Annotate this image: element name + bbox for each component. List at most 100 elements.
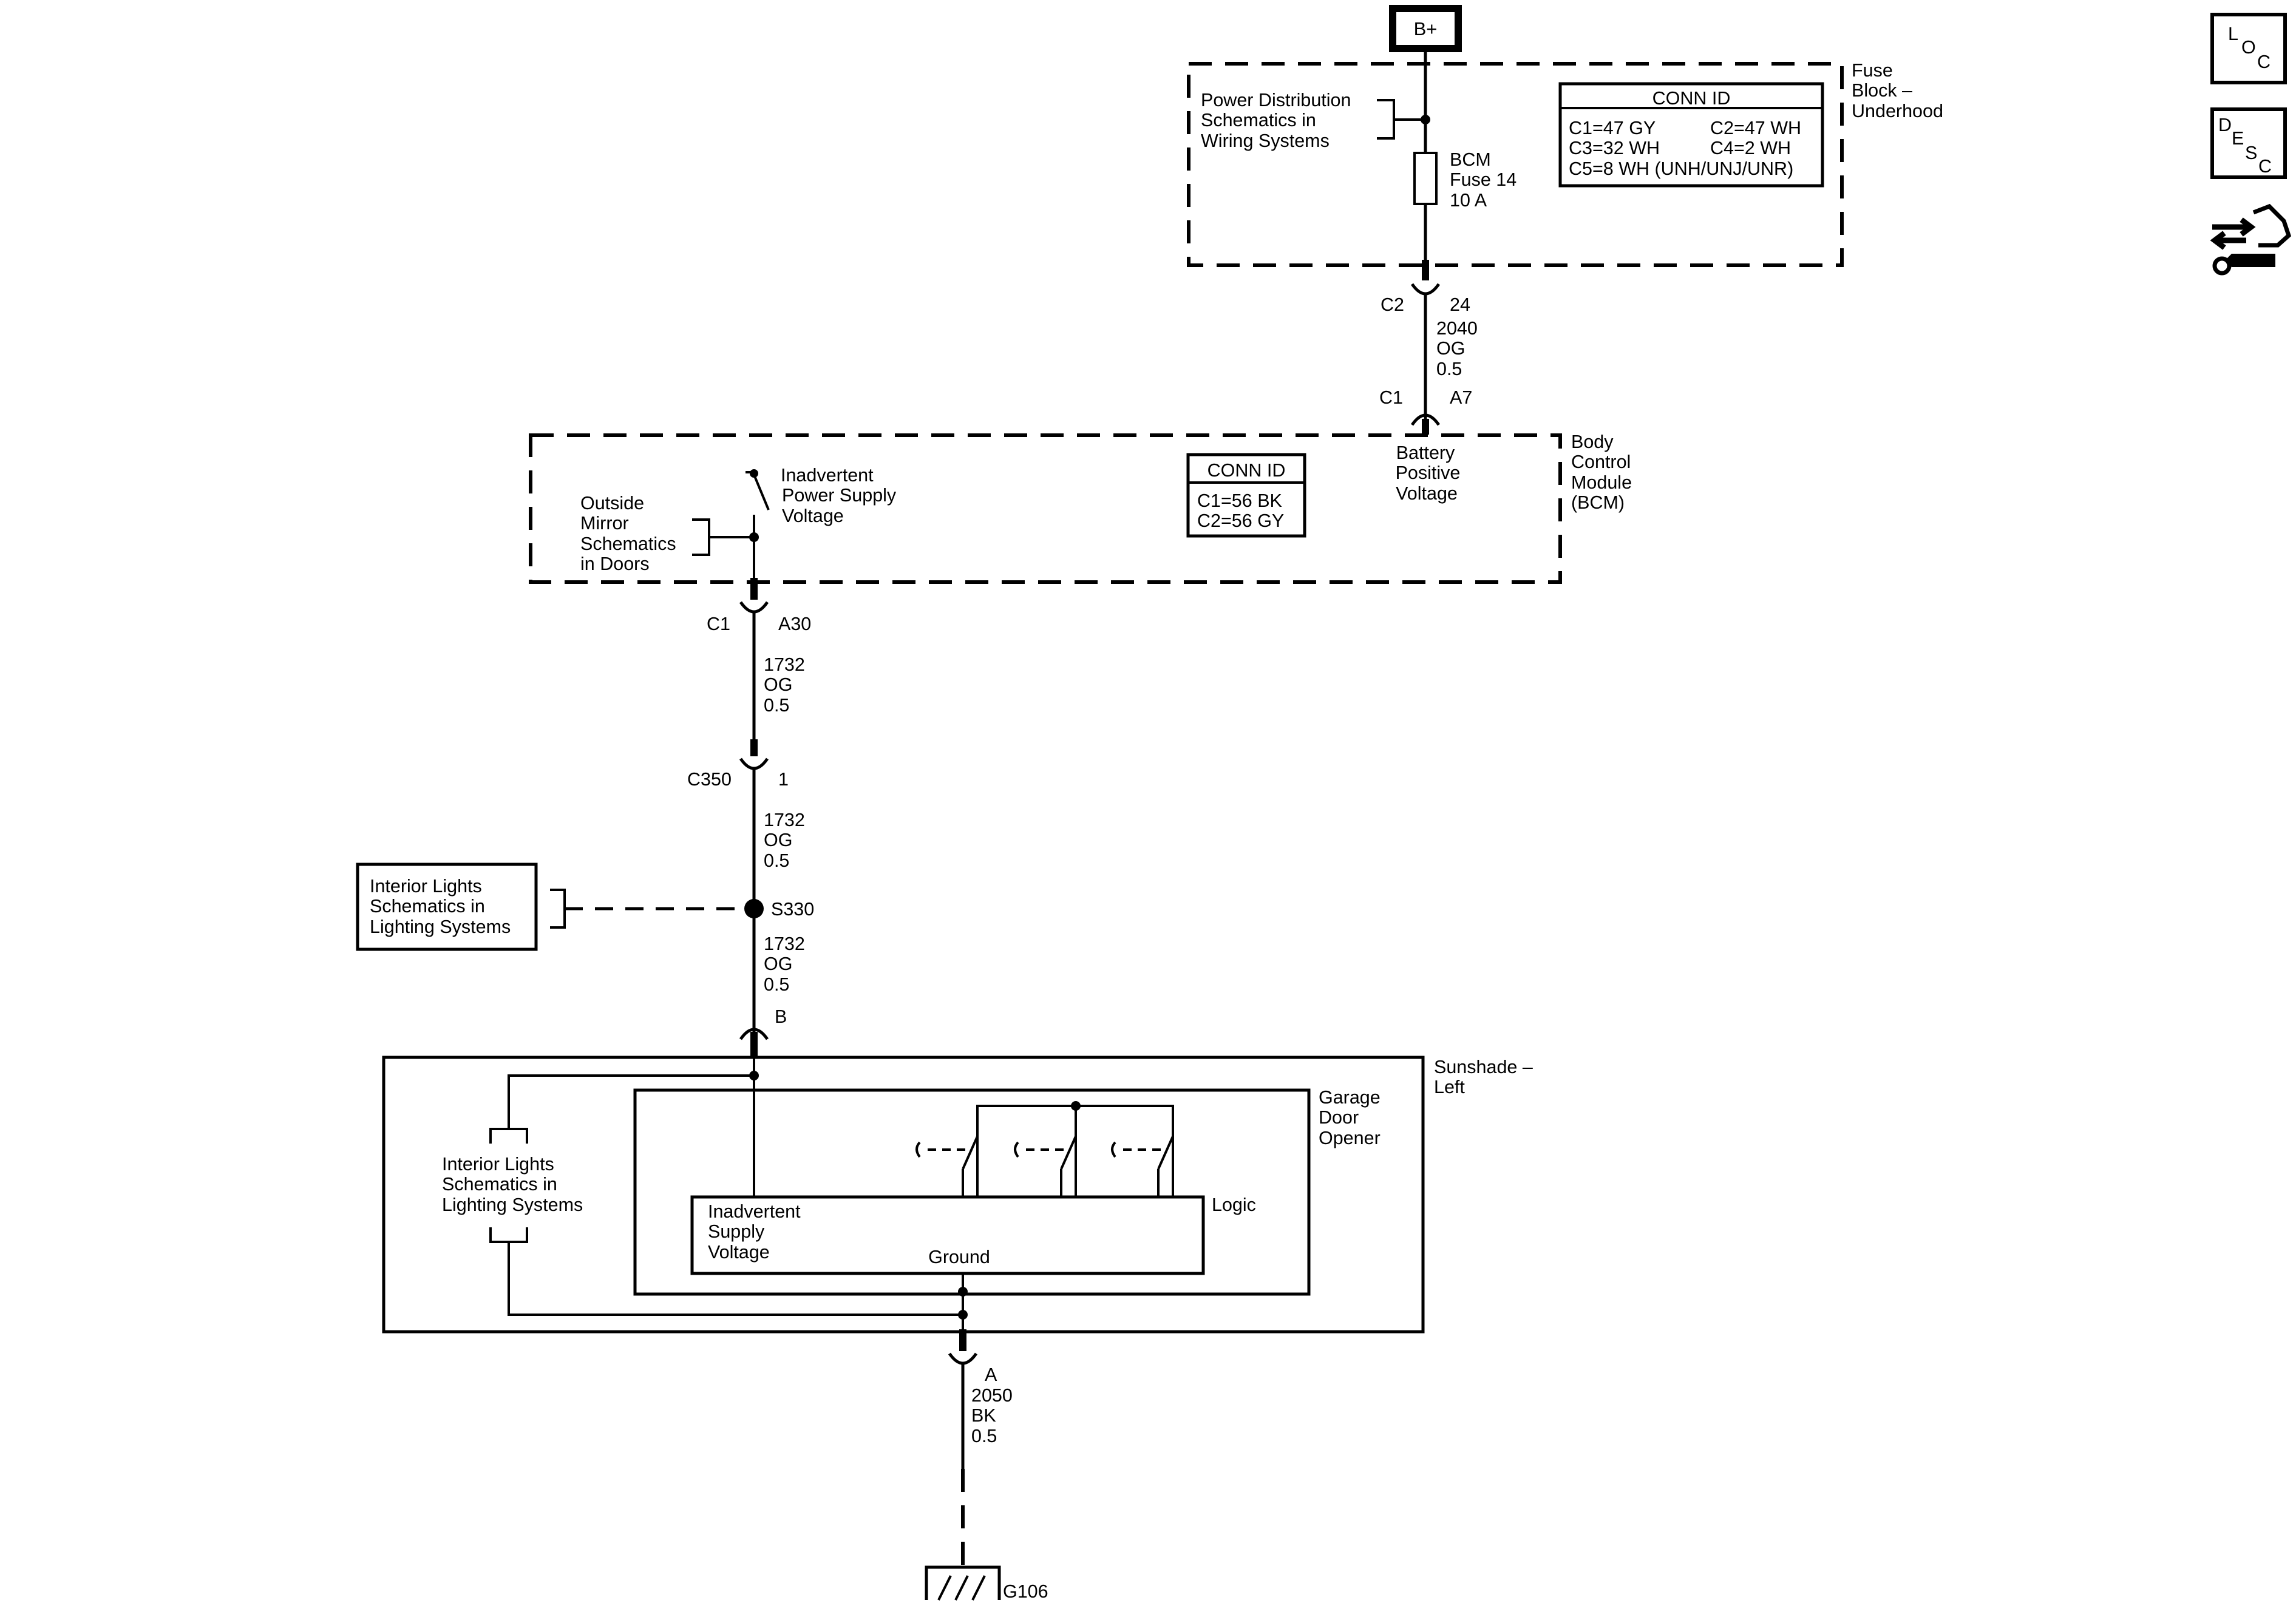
garage-door-opener-line3: Opener	[1319, 1128, 1381, 1148]
fuse-label-line2: Fuse 14	[1450, 169, 1517, 190]
power-distribution-ref-line1[interactable]: Power Distribution	[1201, 90, 1351, 110]
ground-junction-2	[958, 1310, 968, 1320]
conn-id-c3: C3=32 WH	[1569, 138, 1660, 158]
b-plus-terminal: B+	[1389, 5, 1462, 52]
fuse-symbol	[1413, 152, 1438, 205]
connector-sunshade-b	[739, 1028, 769, 1057]
bcm-conn-id-c1: C1=56 BK	[1197, 490, 1282, 511]
sunshade-pin-a-label: A	[985, 1364, 997, 1385]
wire-1732-c-gauge: 0.5	[764, 974, 789, 995]
wire-1732-c-label: 1732 OG 0.5	[764, 934, 805, 995]
garage-door-opener-title: Garage Door Opener	[1319, 1087, 1381, 1148]
interior-lights-ref-line3[interactable]: Lighting Systems	[370, 917, 511, 937]
wire-2040-label: 2040 OG 0.5	[1436, 318, 1478, 379]
desc-icon-d: D	[2218, 115, 2232, 135]
c1-a7-conn-label: C1	[1379, 387, 1403, 408]
c1-a30-conn-label: C1	[707, 614, 730, 634]
fuse-block-outline	[1187, 62, 1844, 267]
bcm-outline	[529, 433, 1562, 584]
desc-icon-c: C	[2258, 156, 2272, 177]
inadvertent-line3: Voltage	[782, 506, 844, 526]
loc-icon-c: C	[2257, 52, 2271, 72]
wire-1732-a-color: OG	[764, 674, 792, 695]
c1-a30-pin-label: A30	[778, 614, 811, 634]
opener-button-3[interactable]	[1111, 1136, 1174, 1170]
bcm-conn-id-c2: C2=56 GY	[1197, 510, 1284, 531]
bcm-title: Body Control Module (BCM)	[1571, 432, 1632, 513]
inadvertent-supply-line1: Inadvertent	[708, 1201, 801, 1222]
conn-id-c5: C5=8 WH (UNH/UNJ/UNR)	[1569, 158, 1793, 179]
wire-1732-c-color: OG	[764, 954, 792, 974]
interior-lights-ref-splice[interactable]: Interior Lights Schematics in Lighting S…	[356, 863, 748, 951]
ground-junction-1	[958, 1287, 968, 1297]
connector-end-view-icon[interactable]	[2210, 203, 2292, 276]
fuse-block-conn-id-title: CONN ID	[1652, 88, 1731, 109]
sunshade-title-line1: Sunshade –	[1434, 1057, 1533, 1077]
loc-icon[interactable]: L O C	[2210, 13, 2287, 84]
wire-1732-c-circuit: 1732	[764, 934, 805, 954]
wire-1732-b-color: OG	[764, 830, 792, 850]
bcm-title-line2: Control	[1571, 452, 1631, 472]
sunshade-outline	[382, 1056, 1425, 1334]
fuse-block-conn-id: CONN ID C1=47 GY C2=47 WH C3=32 WH C4=2 …	[1558, 82, 1824, 188]
logic-box	[690, 1195, 1205, 1275]
battery-voltage-line3: Voltage	[1396, 483, 1458, 504]
wire-1732-b-label: 1732 OG 0.5	[764, 810, 805, 871]
splice-s330-label: S330	[771, 899, 814, 920]
outside-mirror-ref-line1[interactable]: Outside	[580, 493, 644, 514]
wire-2040-color: OG	[1436, 338, 1465, 359]
sunshade-interior-lights-line3[interactable]: Lighting Systems	[442, 1195, 583, 1215]
outside-mirror-ref-line2[interactable]: Mirror	[580, 513, 629, 534]
fuse-label: BCM Fuse 14 10 A	[1450, 149, 1517, 211]
inadvertent-line1: Inadvertent	[781, 465, 874, 486]
inadvertent-line2: Power Supply	[782, 485, 897, 506]
b-plus-label: B+	[1414, 18, 1438, 39]
interior-lights-feed	[508, 1074, 754, 1129]
connector-c350	[739, 739, 769, 770]
ground-g106-symbol	[925, 1565, 1001, 1601]
inadvertent-supply-label: Inadvertent Supply Voltage	[708, 1201, 801, 1263]
wire-1732-a-gauge: 0.5	[764, 695, 789, 716]
fuse-label-line1: BCM	[1450, 149, 1491, 170]
wire-2040-circuit: 2040	[1436, 318, 1478, 339]
connector-sunshade-a	[948, 1329, 978, 1365]
outside-mirror-ref[interactable]: Outside Mirror Schematics in Doors	[580, 493, 754, 574]
inadvertent-power-label: Inadvertent Power Supply Voltage	[781, 465, 897, 526]
interior-lights-ref-line2[interactable]: Schematics in	[370, 896, 485, 917]
logic-label: Logic	[1212, 1195, 1256, 1215]
sunshade-interior-lights-line1[interactable]: Interior Lights	[442, 1154, 554, 1175]
connector-c1-a30	[739, 578, 769, 614]
power-distribution-ref-line3[interactable]: Wiring Systems	[1201, 131, 1330, 151]
desc-icon[interactable]: D E S C	[2210, 107, 2287, 179]
loc-icon-o: O	[2241, 37, 2256, 58]
interior-lights-ref-sunshade[interactable]: Interior Lights Schematics in Lighting S…	[442, 1128, 583, 1243]
connector-c2-24	[1410, 260, 1441, 296]
opener-button-1[interactable]	[915, 1136, 979, 1170]
connector-c1-a7	[1410, 413, 1441, 435]
outside-mirror-ref-line3[interactable]: Schematics	[580, 534, 676, 554]
outside-mirror-ref-line4[interactable]: in Doors	[580, 554, 650, 574]
interior-lights-ref-line1[interactable]: Interior Lights	[370, 876, 482, 897]
wire-1732-a-label: 1732 OG 0.5	[764, 654, 805, 716]
conn-id-c2: C2=47 WH	[1710, 118, 1801, 138]
power-distribution-junction	[1421, 115, 1430, 124]
power-distribution-ref[interactable]: Power Distribution Schematics in Wiring …	[1201, 90, 1430, 151]
opener-button-2[interactable]	[1014, 1136, 1077, 1170]
wire-2050-circuit: 2050	[971, 1385, 1013, 1406]
c350-label: C350	[687, 769, 732, 790]
power-distribution-bracket	[1377, 99, 1395, 140]
c2-pin-label: 24	[1450, 294, 1470, 315]
opener-switch-bus	[976, 1101, 1174, 1197]
bcm-title-line1: Body	[1571, 432, 1614, 452]
bcm-conn-id: CONN ID C1=56 BK C2=56 GY	[1186, 453, 1306, 538]
sunshade-interior-lights-line2[interactable]: Schematics in	[442, 1174, 557, 1195]
power-distribution-ref-line2[interactable]: Schematics in	[1201, 110, 1316, 131]
bcm-title-line3: Module	[1571, 472, 1632, 493]
garage-door-opener-line1: Garage	[1319, 1087, 1381, 1108]
interior-lights-ref-bracket	[550, 889, 566, 929]
desc-icon-e: E	[2232, 128, 2244, 149]
wire-1732-b-gauge: 0.5	[764, 850, 789, 871]
loc-icon-l: L	[2228, 24, 2238, 44]
fuse-block-title-line3: Underhood	[1852, 101, 1943, 121]
